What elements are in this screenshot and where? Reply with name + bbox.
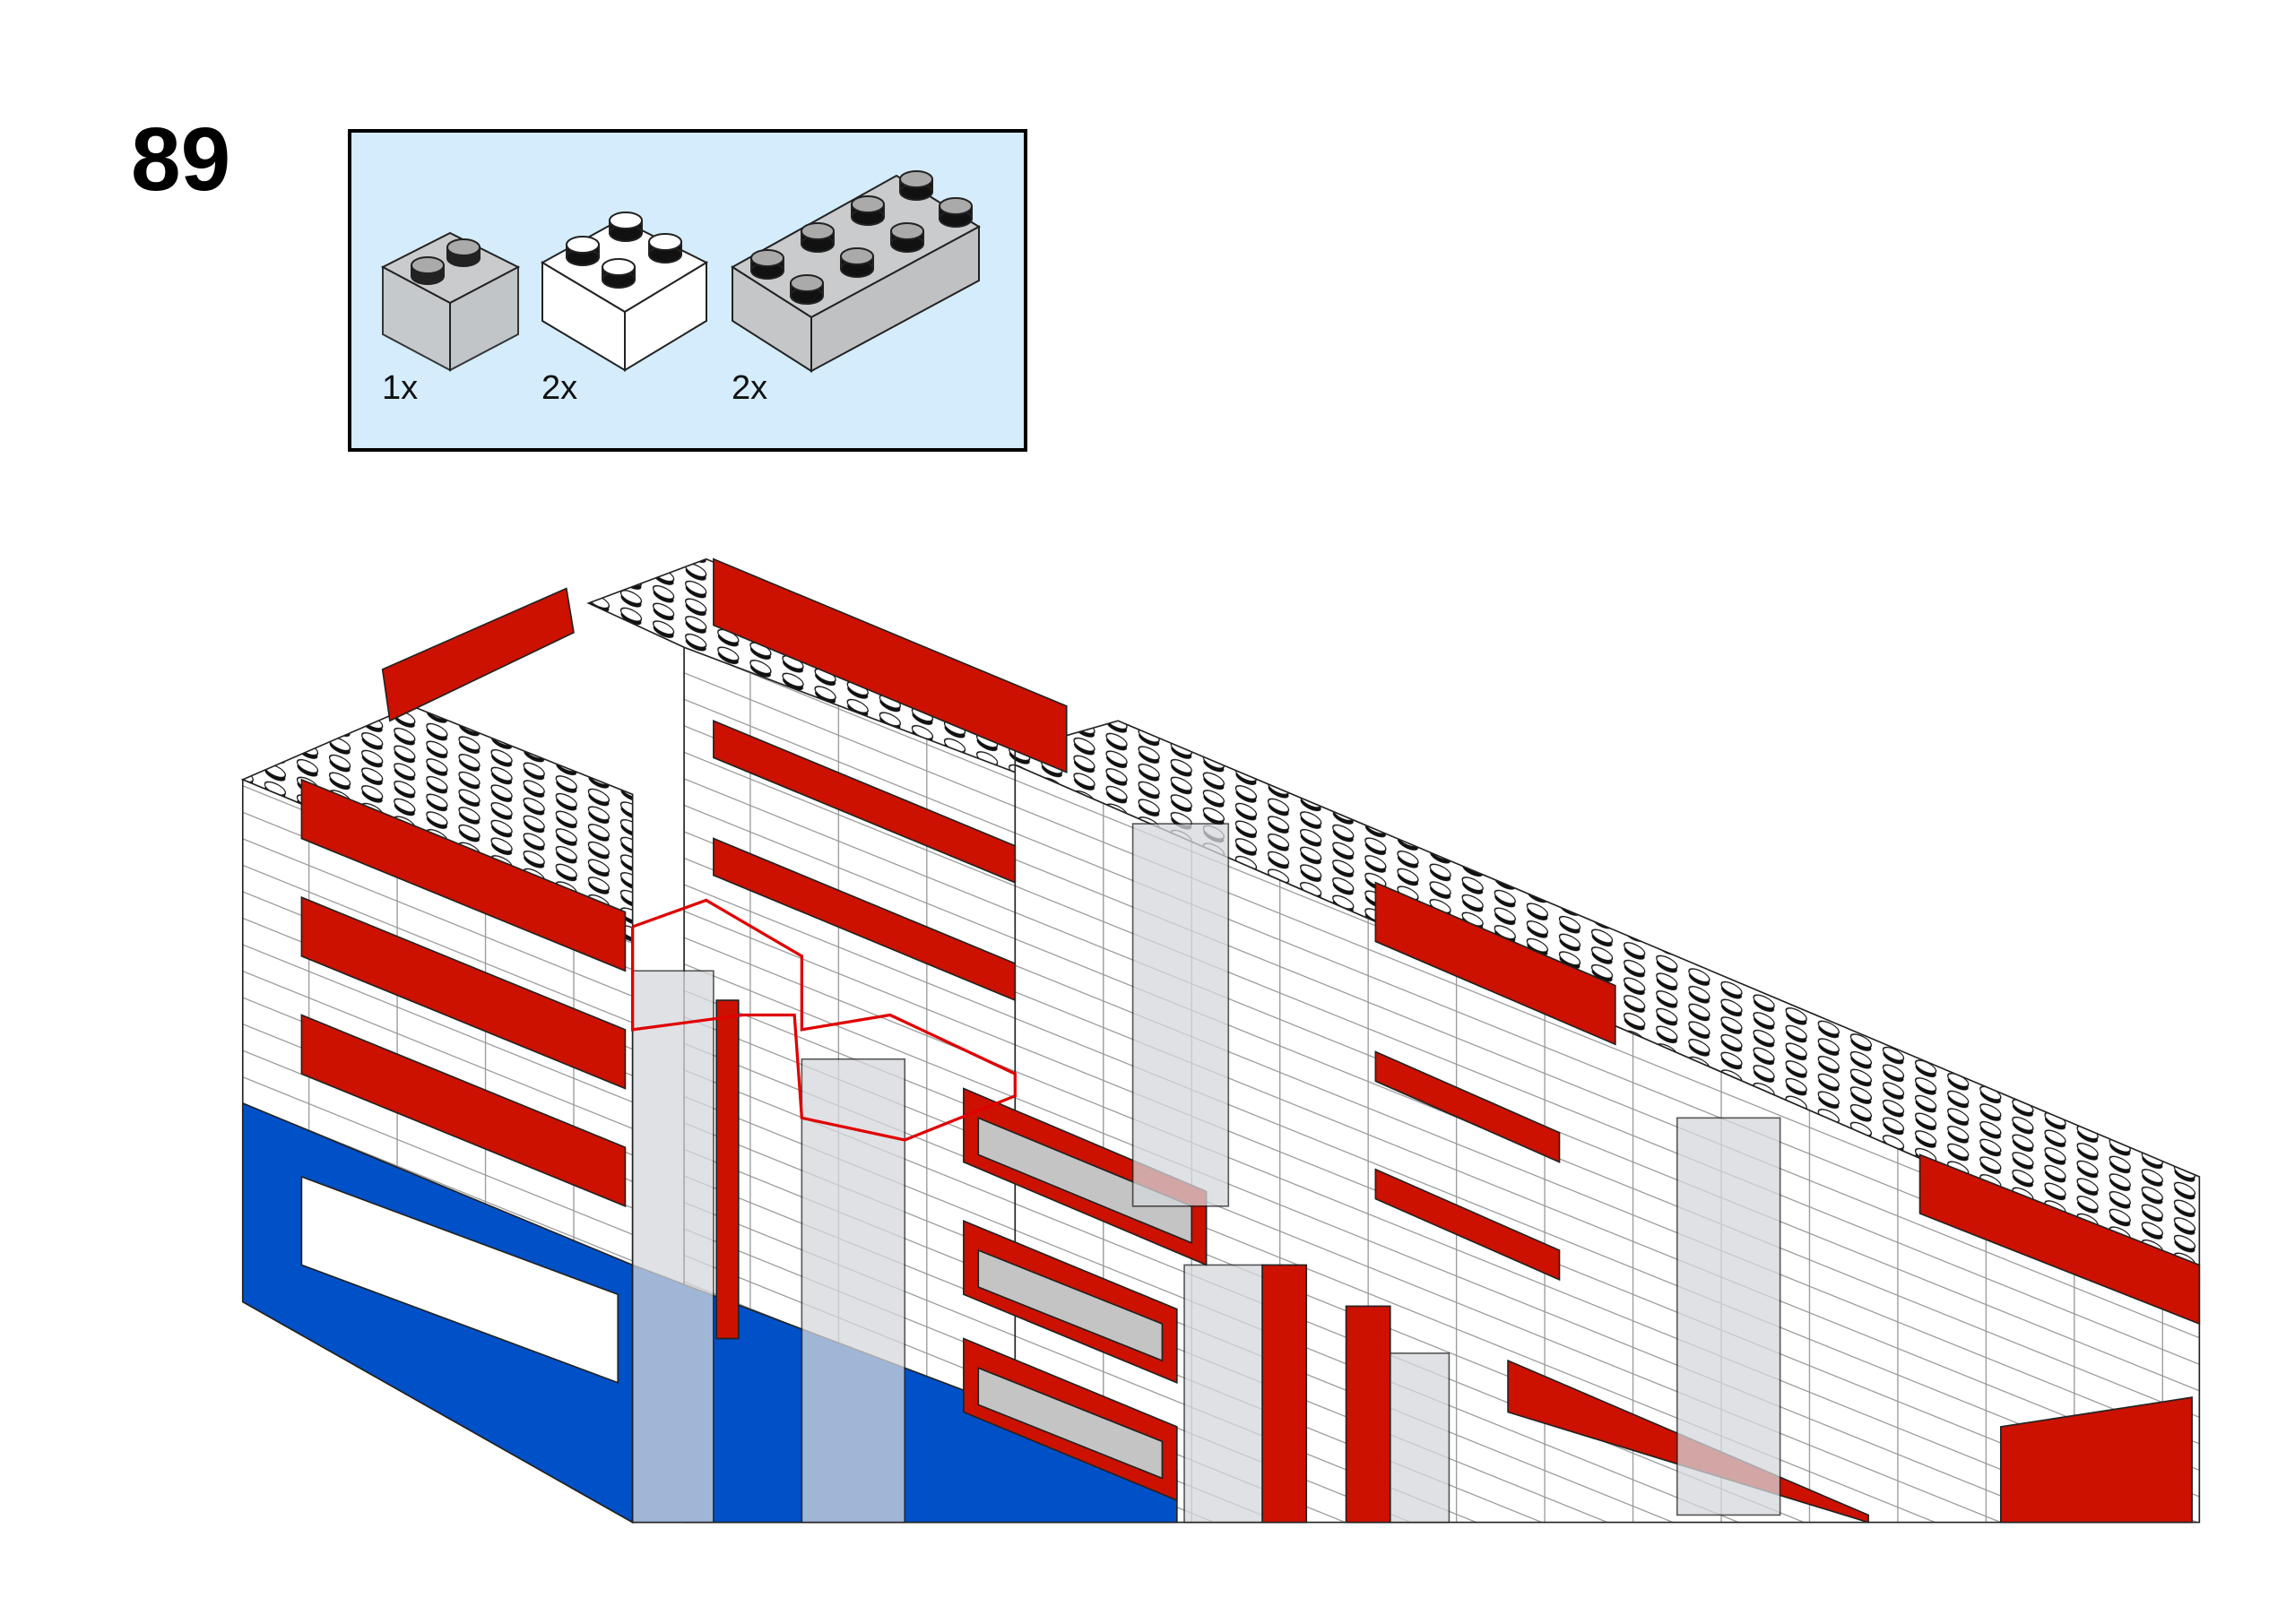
parts-illustrations xyxy=(380,170,981,373)
step-number: 89 xyxy=(131,109,231,210)
rear-window-frames xyxy=(381,557,2201,1326)
brick-1x2-trans-clear-icon xyxy=(380,231,521,372)
part-quantity: 1x xyxy=(382,369,419,407)
left-lower-windows xyxy=(300,1175,619,1384)
parts-list-box: 1x 2x 2x xyxy=(348,129,1027,452)
part-quantity: 2x xyxy=(732,369,768,407)
brick-2x2-white-icon xyxy=(540,212,709,372)
part-quantity: 2x xyxy=(541,369,578,407)
window-glass xyxy=(977,1117,1193,1480)
red-columns xyxy=(715,999,1391,1524)
left-window-rows xyxy=(300,778,627,1208)
brick-2x4-trans-clear-icon xyxy=(731,170,981,373)
new-bricks-highlight xyxy=(631,898,1017,1142)
